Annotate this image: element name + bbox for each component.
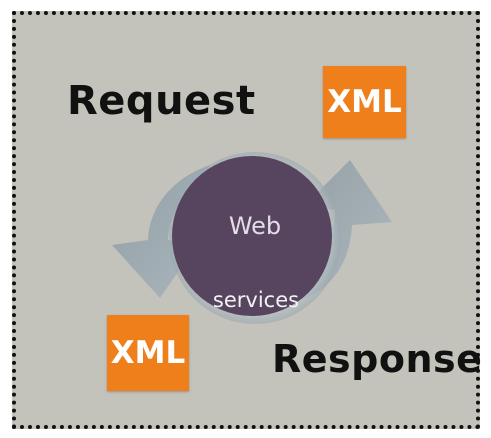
left-cycle-arrow bbox=[112, 165, 215, 298]
center-label-services: services bbox=[212, 288, 300, 312]
request-label: Request bbox=[67, 78, 256, 124]
center-circle bbox=[172, 156, 332, 316]
xml-badge-top: XML bbox=[323, 66, 406, 138]
center-label-web: Web bbox=[228, 212, 282, 240]
response-label: Response bbox=[272, 337, 483, 381]
xml-badge-bottom: XML bbox=[107, 315, 189, 391]
